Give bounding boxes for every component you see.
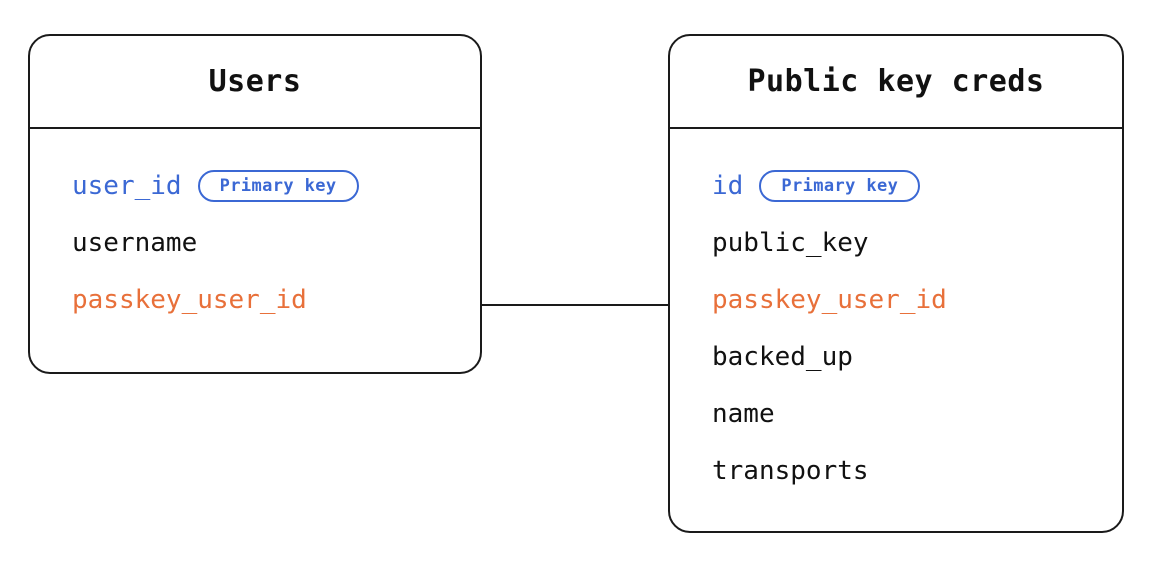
field-name-backed-up: backed_up [712,341,853,372]
entity-users[interactable]: Users user_id Primary key username passk… [28,34,482,374]
field-row[interactable]: transports [712,442,1122,499]
entity-public-key-creds[interactable]: Public key creds id Primary key public_k… [668,34,1124,533]
field-name-passkey-user-id: passkey_user_id [712,284,947,315]
field-name-public-key: public_key [712,227,869,258]
entity-public-key-creds-field-list: id Primary key public_key passkey_user_i… [670,129,1122,499]
field-row[interactable]: public_key [712,214,1122,271]
field-name-id: id [712,170,744,201]
field-row[interactable]: name [712,385,1122,442]
field-name-user-id: user_id [72,170,182,201]
entity-users-field-list: user_id Primary key username passkey_use… [30,129,480,328]
entity-users-header: Users [30,36,480,129]
entity-users-title: Users [208,64,302,99]
field-name-name: name [712,398,775,429]
field-row[interactable]: username [72,214,480,271]
field-row[interactable]: backed_up [712,328,1122,385]
field-name-passkey-user-id: passkey_user_id [72,284,307,315]
field-row[interactable]: id Primary key [712,157,1122,214]
field-name-transports: transports [712,455,869,486]
relationship-connector-line [481,304,670,306]
entity-public-key-creds-header: Public key creds [670,36,1122,129]
primary-key-badge: Primary key [759,169,921,202]
entity-public-key-creds-title: Public key creds [747,64,1045,99]
field-name-username: username [72,227,198,258]
field-row[interactable]: passkey_user_id [712,271,1122,328]
primary-key-badge: Primary key [197,169,359,202]
field-row[interactable]: passkey_user_id [72,271,480,328]
field-row[interactable]: user_id Primary key [72,157,480,214]
